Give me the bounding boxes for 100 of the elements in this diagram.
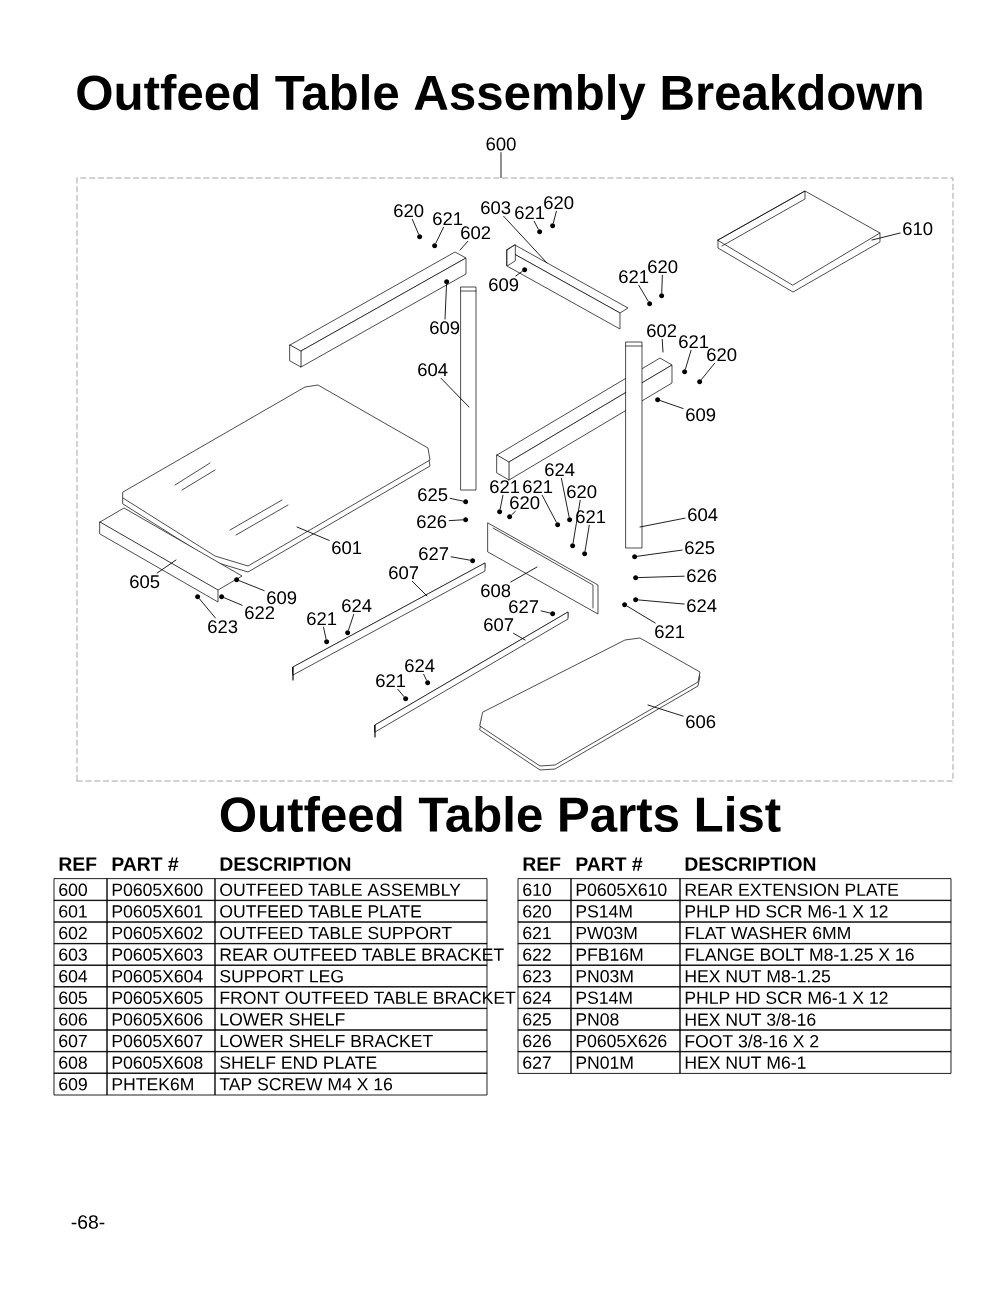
callout-number: 620 <box>567 485 597 499</box>
leader-line <box>637 549 683 557</box>
leader-line <box>639 517 686 528</box>
leader-line <box>449 497 464 502</box>
table-cell: P0605X600 <box>106 878 216 902</box>
table-cell: 625 <box>517 1008 572 1031</box>
table-cell: FLAT WASHER 6MM <box>679 921 952 945</box>
table-cell: P0605X607 <box>106 1029 216 1053</box>
leader-line <box>533 220 539 230</box>
callout-number: 627 <box>509 600 539 614</box>
table-cell: P0605X603 <box>106 943 216 966</box>
table-cell: OUTFEED TABLE PLATE <box>214 900 488 923</box>
column-header: PART # <box>576 857 643 871</box>
table-cell: FOOT 3/8-16 X 2 <box>679 1029 952 1053</box>
table-cell: 603 <box>53 943 108 966</box>
callout-number: 622 <box>245 606 275 620</box>
table-cell: P0605X601 <box>106 900 216 923</box>
callout-number: 625 <box>685 541 715 555</box>
leader-line <box>515 270 523 277</box>
table-cell: SHELF END PLATE <box>214 1051 488 1074</box>
table-cell: 607 <box>53 1029 108 1053</box>
callout-number: 621 <box>523 480 553 494</box>
callout-number: 621 <box>490 480 520 494</box>
leader-line <box>223 597 243 606</box>
table-cell: LOWER SHELF <box>214 1008 488 1031</box>
table-cell: PS14M <box>570 900 681 923</box>
callout-number: 603 <box>481 201 511 215</box>
leader-line <box>411 580 428 597</box>
table-cell: LOWER SHELF BRACKET <box>214 1029 488 1053</box>
callout-number: 609 <box>686 408 716 422</box>
callout-number: 600 <box>486 137 516 151</box>
callout-number: 609 <box>430 321 460 335</box>
table-cell: PHLP HD SCR M6-1 X 12 <box>679 900 952 923</box>
leader-line <box>659 400 684 409</box>
column-header: REF <box>59 857 97 871</box>
callout-number: 621 <box>515 206 545 220</box>
leader-line <box>440 377 470 408</box>
callout-number: 607 <box>389 566 419 580</box>
leader-line <box>661 338 664 353</box>
callout-number: 620 <box>510 496 540 510</box>
table-cell: 624 <box>517 986 572 1010</box>
callout-number: 627 <box>419 547 449 561</box>
table-cell: FRONT OUTFEED TABLE BRACKET <box>214 986 516 1010</box>
table-cell: P0605X605 <box>106 986 216 1010</box>
callout-number: 604 <box>688 508 718 522</box>
leader-line <box>348 613 355 631</box>
leader-line <box>513 632 526 641</box>
leader-line <box>560 477 570 518</box>
table-cell: HEX NUT M6-1 <box>679 1051 952 1074</box>
table-cell: PN03M <box>570 964 681 988</box>
leader-line <box>459 240 469 251</box>
column-header: PART # <box>112 857 179 871</box>
leader-line <box>411 218 419 235</box>
leader-line <box>156 559 177 574</box>
callout-number: 621 <box>433 212 463 226</box>
leader-line <box>510 566 538 583</box>
leader-line <box>661 274 663 294</box>
callout-number: 620 <box>707 348 737 362</box>
leader-line <box>638 599 685 605</box>
leader-line <box>199 598 216 619</box>
table-cell: REAR EXTENSION PLATE <box>679 878 952 902</box>
callout-number: 610 <box>903 222 933 236</box>
callout-number: 624 <box>687 599 717 613</box>
leader-line <box>552 210 557 224</box>
column-header: DESCRIPTION <box>685 857 816 871</box>
callout-number: 624 <box>405 659 435 673</box>
callout-number: 605 <box>130 575 160 589</box>
callout-number: 621 <box>376 674 406 688</box>
table-cell: PHTEK6M <box>106 1072 216 1096</box>
table-cell: 600 <box>53 878 108 902</box>
table-cell: PN08 <box>570 1008 681 1031</box>
table-cell: TAP SCREW M4 X 16 <box>214 1072 488 1096</box>
callout-number: 620 <box>648 260 678 274</box>
callout-number: 602 <box>461 226 491 240</box>
leader-line <box>503 215 548 264</box>
table-cell: PHLP HD SCR M6-1 X 12 <box>679 986 952 1010</box>
callout-number: 620 <box>394 204 424 218</box>
table-cell: REAR OUTFEED TABLE BRACKET <box>214 943 504 966</box>
callout-number: 625 <box>418 488 448 502</box>
table-cell: 604 <box>53 964 108 988</box>
callout-number: 624 <box>342 599 372 613</box>
leader-line <box>701 362 716 380</box>
leader-line <box>584 524 590 552</box>
table-cell: 626 <box>517 1029 572 1053</box>
leader-line <box>638 575 685 579</box>
leader-line <box>448 519 464 522</box>
callout-number: 621 <box>619 270 649 284</box>
callout-number: 609 <box>489 278 519 292</box>
table-cell: 627 <box>517 1051 572 1074</box>
leader-line <box>511 510 516 516</box>
callout-number: 621 <box>655 625 685 639</box>
callout-number: 609 <box>267 591 297 605</box>
table-cell: P0605X610 <box>570 878 681 902</box>
leader-line <box>626 605 656 624</box>
leader-line <box>499 494 504 510</box>
callout-number: 602 <box>647 324 677 338</box>
callout-number: 620 <box>544 196 574 210</box>
leader-line <box>397 688 405 697</box>
callout-number: 621 <box>307 612 337 626</box>
callout-number: 604 <box>418 363 448 377</box>
